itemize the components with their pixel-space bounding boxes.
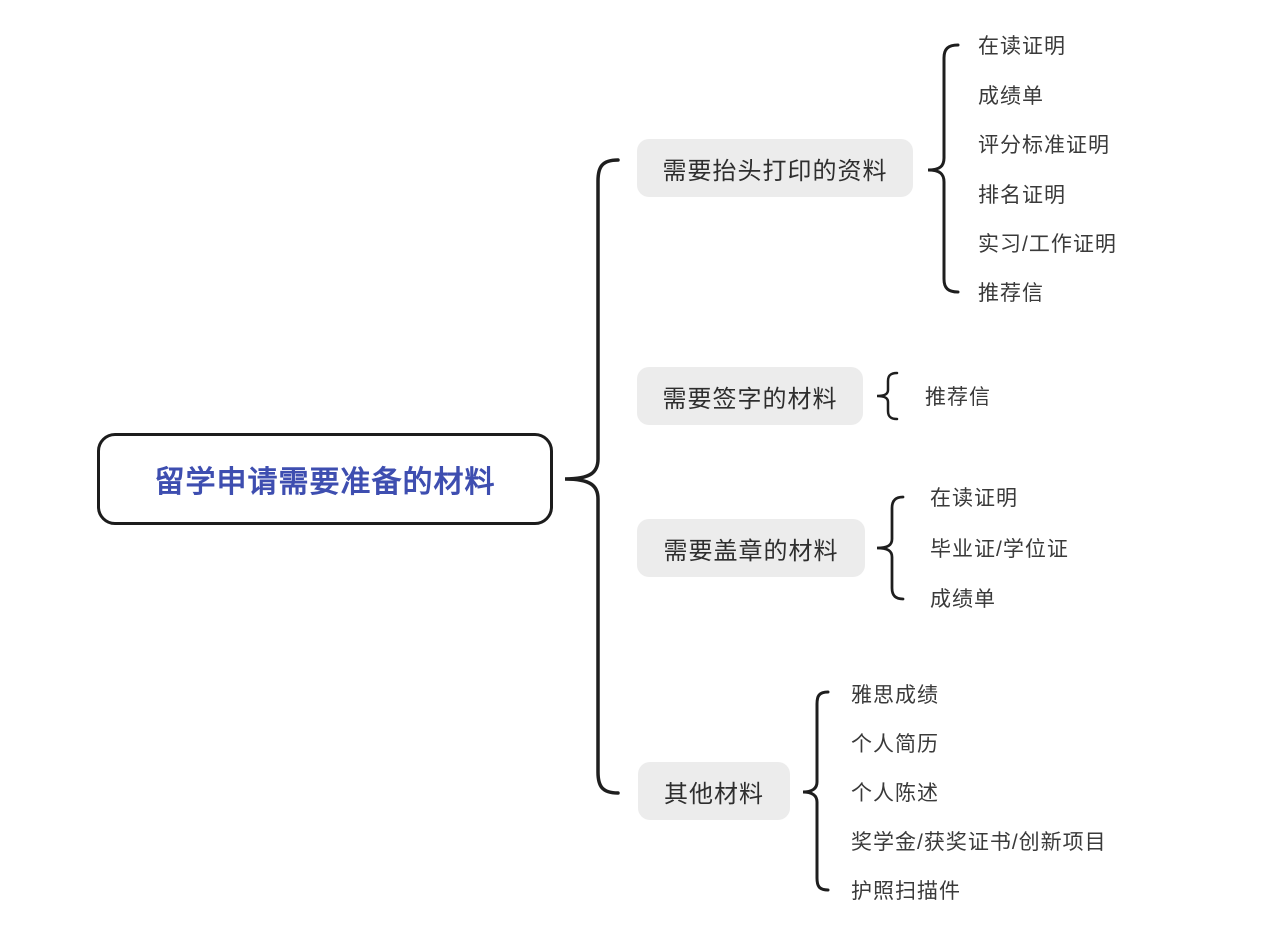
leaf-node[interactable]: 个人陈述 xyxy=(851,782,939,805)
branch-node-print[interactable]: 需要抬头打印的资料 xyxy=(637,139,913,197)
branch-4-brace xyxy=(802,690,830,892)
leaf-node[interactable]: 雅思成绩 xyxy=(851,684,939,707)
branch-node-other[interactable]: 其他材料 xyxy=(638,762,790,820)
branch-3-brace xyxy=(876,495,905,601)
leaf-node[interactable]: 毕业证/学位证 xyxy=(930,538,1069,561)
root-node[interactable]: 留学申请需要准备的材料 xyxy=(97,433,553,525)
leaf-node[interactable]: 排名证明 xyxy=(978,184,1066,207)
leaf-node[interactable]: 推荐信 xyxy=(925,386,991,409)
branch-node-sign[interactable]: 需要签字的材料 xyxy=(637,367,863,425)
leaf-node[interactable]: 成绩单 xyxy=(930,588,996,611)
leaf-node[interactable]: 个人简历 xyxy=(851,733,939,756)
leaf-node[interactable]: 实习/工作证明 xyxy=(978,233,1117,256)
leaf-node[interactable]: 在读证明 xyxy=(978,35,1066,58)
leaf-node[interactable]: 成绩单 xyxy=(978,85,1044,108)
leaf-node[interactable]: 在读证明 xyxy=(930,487,1018,510)
leaf-node[interactable]: 推荐信 xyxy=(978,282,1044,305)
leaf-node[interactable]: 评分标准证明 xyxy=(978,134,1110,157)
leaf-node[interactable]: 护照扫描件 xyxy=(851,880,961,903)
branch-2-brace xyxy=(876,371,899,421)
branch-1-brace xyxy=(927,43,960,294)
leaf-node[interactable]: 奖学金/获奖证书/创新项目 xyxy=(851,831,1107,854)
branch-node-stamp[interactable]: 需要盖章的材料 xyxy=(637,519,865,577)
root-brace xyxy=(564,158,620,795)
